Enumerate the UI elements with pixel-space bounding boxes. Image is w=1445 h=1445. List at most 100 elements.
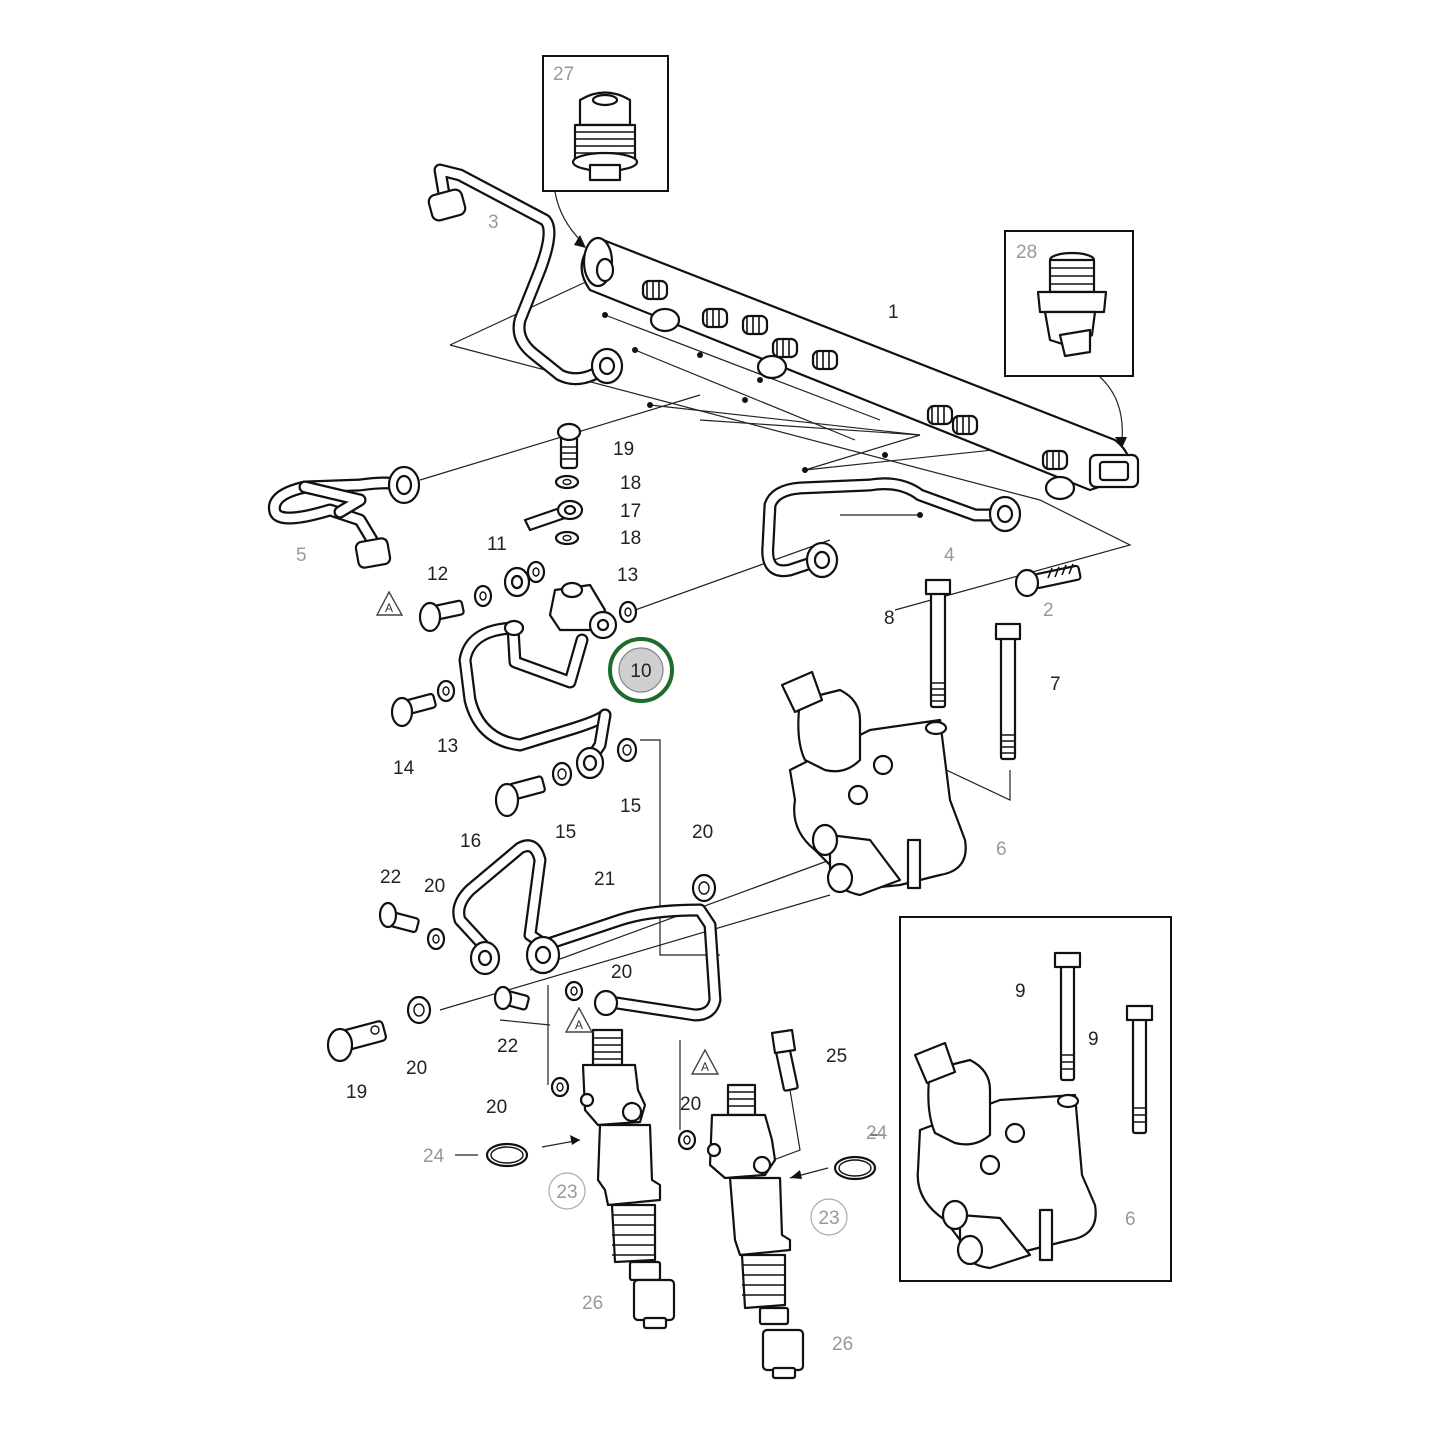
callout-21: 21 (594, 869, 615, 890)
inset-bolt-9b (1125, 1004, 1154, 1135)
callout-20-f: 20 (680, 1094, 701, 1115)
svg-text:A: A (575, 1018, 583, 1032)
washer-20-left (406, 995, 432, 1025)
warning-triangle-2: A (564, 1006, 594, 1033)
warning-triangle-3: A (690, 1048, 720, 1075)
banjo-bolt-22-upper (378, 901, 420, 934)
callout-11: 11 (487, 534, 507, 555)
part-10-highlight[interactable]: 10 (608, 637, 674, 703)
svg-text:28: 28 (1016, 242, 1037, 263)
svg-text:23: 23 (556, 1182, 577, 1203)
callout-7: 7 (1050, 674, 1061, 695)
feed-pipe-21 (452, 839, 722, 1022)
callout-14: 14 (393, 758, 415, 779)
unit-injector-right (706, 1083, 792, 1326)
callout-20-b: 20 (424, 876, 445, 897)
warning-triangle-1: A (375, 590, 404, 616)
callout-23-right: 23 (810, 1198, 848, 1236)
banjo-bolt-12 (418, 599, 465, 633)
inset-27: 27 (542, 55, 669, 248)
callout-19-top: 19 (613, 439, 634, 460)
washer-11b (526, 560, 546, 584)
rail-outlet-ports (641, 279, 1069, 471)
svg-text:A: A (701, 1060, 709, 1074)
banjo-bolt-19-lower (326, 1020, 388, 1063)
pressure-sensor (1036, 251, 1108, 358)
callout-20-d: 20 (406, 1058, 427, 1079)
callout-26-right: 26 (832, 1334, 853, 1355)
callout-25: 25 (826, 1046, 847, 1067)
callout-13-left: 13 (437, 736, 458, 757)
callout-18-bottom: 18 (620, 528, 641, 549)
callout-6: 6 (996, 839, 1007, 860)
washer-13-left (436, 679, 456, 703)
washer-20-upper-left (426, 927, 446, 951)
high-pressure-pump (780, 670, 967, 897)
banjo-bolt-14 (390, 692, 437, 728)
callout-4: 4 (944, 545, 955, 566)
callout-9-b: 9 (1088, 1029, 1099, 1050)
washers-group (436, 560, 638, 787)
o-ring-24-left (485, 1142, 529, 1168)
washer-20-low-left (550, 1076, 570, 1098)
callout-16: 16 (460, 831, 481, 852)
callout-2: 2 (1043, 600, 1054, 621)
callout-9-a: 9 (1015, 981, 1026, 1002)
bolt-7 (994, 622, 1022, 761)
tappet-26-right (761, 1328, 805, 1380)
banjo-fitting-17 (523, 499, 584, 532)
washer-20-low-right (677, 1129, 697, 1151)
washer-20-center (564, 980, 584, 1002)
callout-3: 3 (488, 212, 499, 233)
washer-15-right (616, 737, 638, 763)
callout-19-bottom: 19 (346, 1082, 367, 1103)
return-hose-assembly (458, 566, 618, 780)
callout-26-left: 26 (582, 1293, 603, 1314)
fuel-rail (580, 236, 1140, 501)
callout-24-right: 24 (866, 1123, 888, 1144)
inset-bolt-9a (1053, 951, 1082, 1082)
inset-28: 28 (1004, 230, 1134, 448)
arrows-24 (541, 1135, 829, 1179)
banjo-bolt-22-lower (493, 985, 530, 1011)
callout-13-right: 13 (617, 565, 638, 586)
tappet-26-left (632, 1278, 676, 1330)
svg-text:23: 23 (818, 1208, 839, 1229)
callout-8: 8 (884, 608, 895, 629)
inset-pump-body (913, 1041, 1097, 1270)
o-ring-24-right (833, 1155, 877, 1181)
washer-13-right (618, 600, 638, 624)
injector-pipe-3 (427, 163, 624, 386)
callout-20-e: 20 (486, 1097, 507, 1118)
banjo-bolt-19-top (556, 422, 582, 470)
washer-11 (473, 584, 493, 608)
callout-23-left: 23 (548, 1172, 586, 1210)
rail-pressure-sensor-mount (1088, 453, 1140, 489)
callout-22-top: 22 (380, 867, 401, 888)
bolt-25 (770, 1028, 799, 1092)
banjo-bolt-16 (494, 775, 546, 818)
callout-17: 17 (620, 501, 641, 522)
callout-20-a: 20 (692, 822, 713, 843)
callout-18-top: 18 (620, 473, 641, 494)
injector-pipe-5 (267, 465, 421, 569)
callout-24-left: 24 (423, 1146, 445, 1167)
callout-20-c: 20 (611, 962, 632, 983)
callout-12: 12 (427, 564, 448, 585)
bolt-8 (924, 578, 952, 709)
t-junction (548, 581, 618, 640)
svg-text:A: A (385, 601, 393, 615)
callout-10: 10 (630, 661, 651, 682)
relief-valve (571, 91, 639, 182)
injector-pipe-4 (761, 477, 1022, 579)
svg-text:27: 27 (553, 64, 574, 85)
callout-15-left: 15 (555, 822, 576, 843)
washer-15-left (551, 761, 573, 787)
callout-15-right: 15 (620, 796, 641, 817)
highlight-fill (618, 647, 664, 693)
callout-6-inset: 6 (1125, 1209, 1136, 1230)
washer-18-top (554, 474, 580, 490)
unit-injector-left (579, 1028, 662, 1282)
callout-1: 1 (888, 302, 899, 323)
